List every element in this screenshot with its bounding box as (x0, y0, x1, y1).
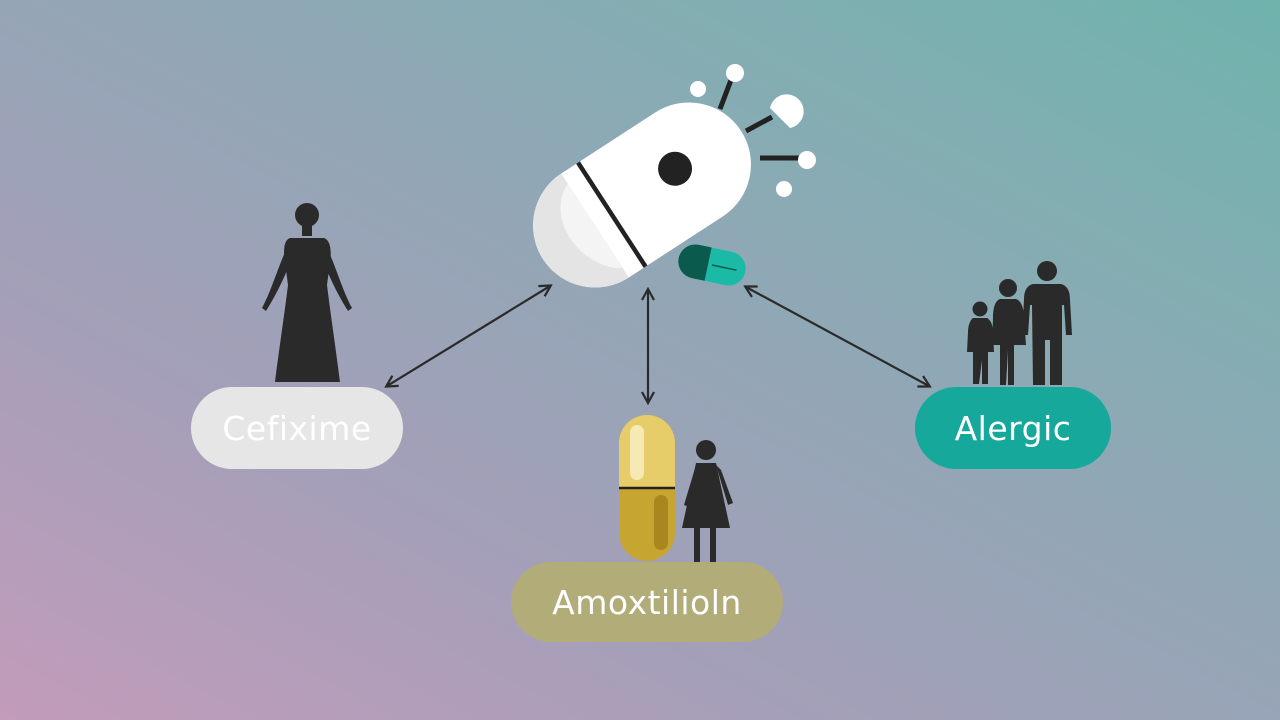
small-capsule-icon (678, 244, 746, 286)
family-silhouette-icon (967, 261, 1072, 385)
allergic-label: Alergic (915, 387, 1111, 469)
amoxicillin-label: Amoxtilioln (511, 562, 783, 642)
burst-icon (690, 64, 816, 197)
woman-silhouette-icon (682, 440, 733, 562)
arrow-right (746, 287, 929, 386)
gold-capsule-icon (619, 415, 675, 561)
woman-silhouette-icon (262, 203, 352, 382)
amoxicillin-text: Amoxtilioln (552, 582, 742, 622)
allergic-text: Alergic (954, 408, 1072, 448)
arrow-left (387, 286, 550, 386)
cefixime-text: Cefixime (222, 408, 372, 448)
large-pill-icon (533, 102, 751, 288)
cefixime-label: Cefixime (191, 387, 403, 469)
